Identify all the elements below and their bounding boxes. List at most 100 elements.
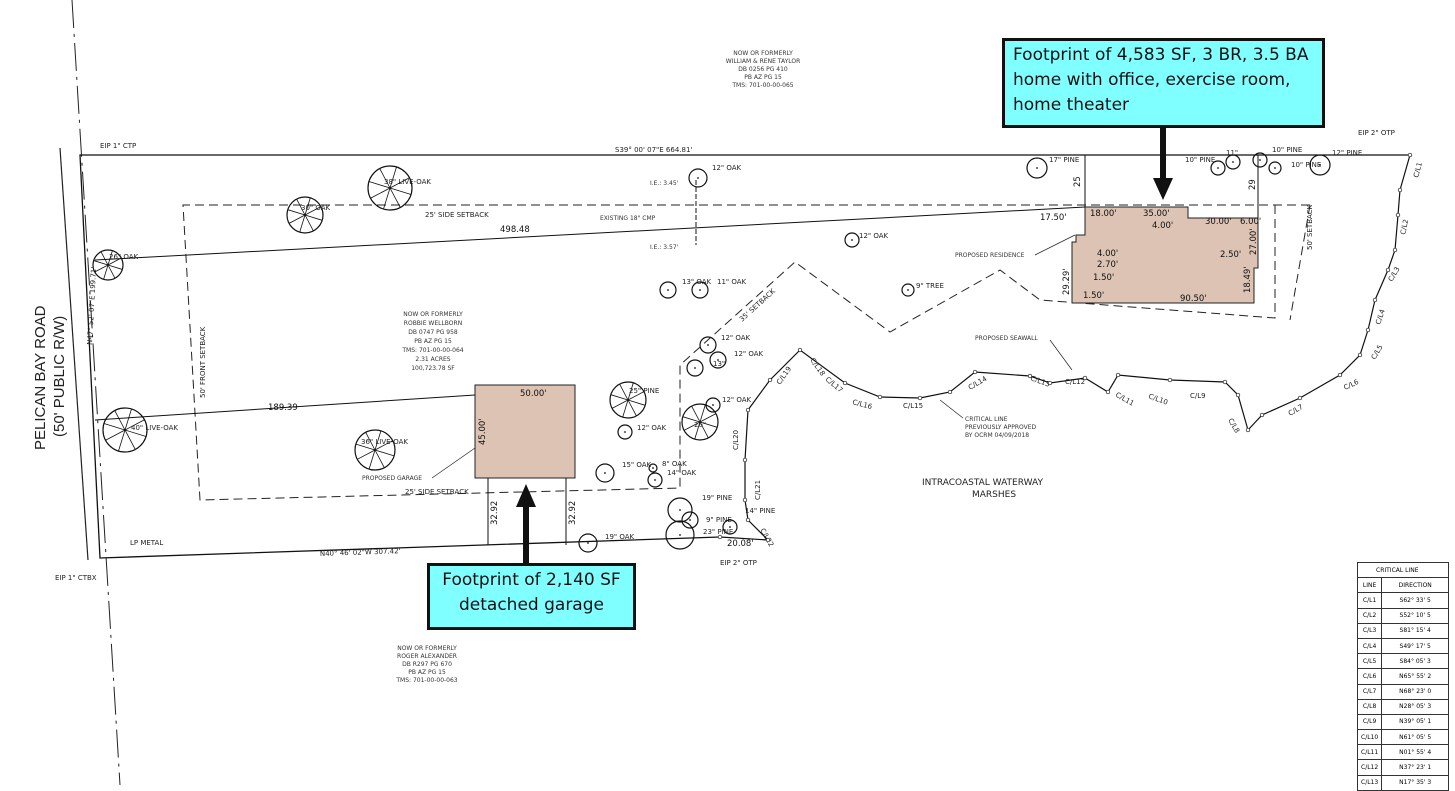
callout-line: Footprint of 2,140 SF [442,570,621,590]
tree-center [1036,167,1038,169]
tree-label: 9" PINE [706,516,732,524]
tree-icon [595,463,615,483]
dim-25: 25 [1073,176,1083,187]
tree-center [907,289,909,291]
tree: 17" PINE [1026,156,1079,179]
leader [1034,234,1076,256]
tree-spoke [93,260,109,266]
vertex-marker [1245,427,1251,433]
tree: 15" OAK [595,461,652,483]
dim-2008: 20.08' [727,539,754,549]
callout-line: detached garage [459,595,604,615]
vertex-marker [1407,152,1413,158]
tree: 12" OAK [709,350,764,369]
callout-line: home theater [1013,95,1130,115]
property-boundary [79,154,1410,559]
road-row: (50' PUBLIC R/W) [51,316,68,437]
tree-label: 23" PINE [703,528,733,536]
tree-spoke [699,413,717,423]
tree-center [652,467,654,469]
tree-spoke [118,429,126,452]
tree: 10" PINE [1185,156,1226,176]
tree-spoke [124,408,132,431]
tree-spoke [304,214,314,232]
tree-label: 14" PINE [745,507,775,515]
tree-label: 12" OAK [859,232,889,240]
table-title: CRITICAL LINE [1356,561,1450,579]
line-cell: C/L8 [1356,698,1383,715]
vertex-marker [1385,267,1391,273]
tree-spoke [374,449,385,468]
tree-icon [681,511,699,529]
tree-center [679,509,681,511]
line-cell: C/L13 [1356,774,1383,791]
vertex-marker [877,394,883,400]
label-ie2: I.E.: 3.57' [650,244,679,251]
tree-spoke [105,429,126,441]
tree-icon [92,249,124,281]
direction-cell: N61° 05' 5 [1381,729,1450,746]
tree-center [712,404,714,406]
bearing-bottom: N40° 46' 02"W 307.42' [320,547,401,558]
critical-line-label: C/L11 [1114,391,1135,408]
vertex-marker [1395,212,1401,218]
vertex-marker [717,534,723,540]
tree: 12" OAK [699,334,751,354]
tree: 9" PINE [681,511,732,529]
tree-spoke [627,382,634,401]
lp-metal: LP METAL [130,539,163,547]
tree-spoke [368,181,391,189]
tree-label: 40" LIVE-OAK [131,424,178,432]
tree-spoke [107,264,123,270]
callout-residence: Footprint of 4,583 SF, 3 BR, 3.5 BA home… [1002,38,1325,128]
tree-spoke [682,416,701,423]
tree: 11" [1225,149,1241,170]
tree: 26" [681,403,719,441]
tree-spoke [374,449,395,457]
vertex-marker [765,537,771,543]
critical-line-label: C/L14 [967,375,989,392]
tree-spoke [94,264,109,273]
tree-icon [648,463,658,473]
tree-spoke [124,429,147,437]
res-dim: 35.00' [1143,209,1170,219]
direction-cell: S84° 05' 3 [1381,653,1450,670]
road-edge [59,147,89,561]
svg-text:TMS: 701-00-00-064: TMS: 701-00-00-064 [401,347,463,354]
tree-spoke [389,166,397,189]
tree: 12" PINE [1309,149,1362,176]
tree-spoke [368,449,376,470]
res-dim: 29.29' [1062,268,1072,295]
tree: 19" OAK [578,533,635,553]
direction-cell: N39° 05' 1 [1381,713,1450,731]
vertex-marker [745,407,751,413]
tree-spoke [699,404,706,423]
tree-icon [102,407,148,453]
tree-spoke [355,443,376,451]
vertex-marker [1082,375,1088,381]
tree: 38" LIVE-OAK [367,165,431,211]
tree-icon [1309,154,1331,176]
vertex-marker [1297,395,1303,401]
tree-center [667,289,669,291]
res-dim: 17.50' [1040,213,1067,223]
callout-line: home with office, exercise room, [1013,70,1291,90]
col-direction: DIRECTION [1381,577,1450,594]
tree-spoke [691,405,701,423]
svg-text:DB 0256 PG 410: DB 0256 PG 410 [738,66,788,73]
tree-spoke [299,214,306,233]
proposed-residence [1071,206,1259,304]
direction-cell: N28° 05' 3 [1381,698,1450,715]
svg-text:PB AZ PG 15: PB AZ PG 15 [744,74,782,81]
tree-spoke [683,421,701,431]
direction-cell: N65° 55' 2 [1381,668,1450,685]
vertex-marker [1235,392,1241,398]
label-seawall: PROPOSED SEAWALL [975,335,1038,342]
tree-center [699,289,701,291]
tree-label: 10" PINE [1291,161,1321,169]
vertex-marker [1392,247,1398,253]
